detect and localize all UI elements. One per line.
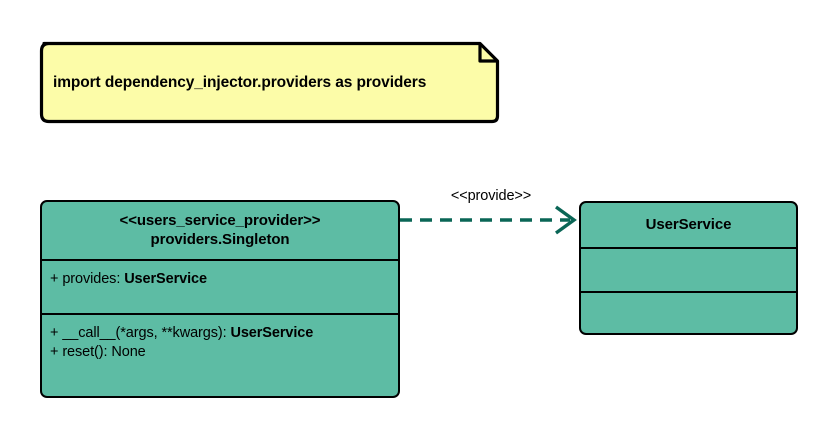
class-title-compartment: <<users_service_provider>> providers.Sin… (42, 202, 398, 259)
class-operations-compartment: + __call__(*args, **kwargs): UserService… (42, 313, 398, 395)
operation-label: reset(): None (62, 344, 146, 361)
dependency-connector[interactable] (398, 186, 584, 235)
class-attributes-compartment: + provides: UserService (42, 259, 398, 313)
operation-visibility: + (50, 344, 59, 361)
note-shape[interactable]: import dependency_injector.providers as … (39, 41, 500, 124)
class-name: UserService (645, 215, 732, 233)
operation-label: __call__(*args, **kwargs): (62, 325, 231, 341)
class-name: providers.Singleton (150, 230, 290, 248)
class-box-user-service[interactable]: UserService (579, 201, 798, 335)
dependency-label: <<provide>> (450, 188, 532, 204)
attribute-label: provides: (62, 271, 125, 287)
class-title-compartment: UserService (581, 203, 796, 247)
operation-row: + __call__(*args, **kwargs): UserService (50, 324, 398, 343)
note-text: import dependency_injector.providers as … (53, 73, 427, 91)
class-operations-compartment (581, 291, 796, 332)
attribute-visibility: + (50, 271, 59, 287)
attribute-row: + provides: UserService (50, 270, 398, 289)
open-arrowhead-icon (555, 205, 577, 235)
class-box-users-service-provider[interactable]: <<users_service_provider>> providers.Sin… (40, 200, 400, 398)
note-outline-icon (39, 41, 500, 124)
class-attributes-compartment (581, 247, 796, 291)
class-stereotype: <<users_service_provider>> (119, 211, 321, 229)
operation-visibility: + (50, 325, 59, 341)
operation-row: + reset(): None (50, 343, 398, 362)
operation-type: UserService (230, 325, 314, 341)
attribute-type: UserService (124, 271, 207, 287)
